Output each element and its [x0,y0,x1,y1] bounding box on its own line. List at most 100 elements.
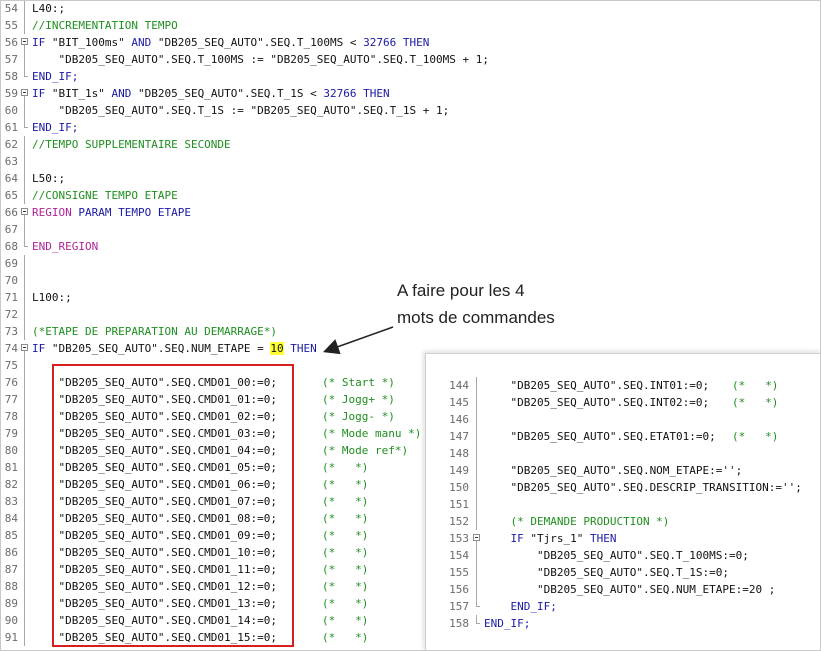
code-line[interactable]: 84 "DB205_SEQ_AUTO".SEQ.CMD01_08:=0;(* *… [1,510,820,527]
fold-end-marker [21,68,29,85]
code-line[interactable]: 152 (* DEMANDE PRODUCTION *) [426,513,820,530]
code-line[interactable]: 146 [426,411,820,428]
fold-guide [21,578,29,595]
code-line[interactable]: 83 "DB205_SEQ_AUTO".SEQ.CMD01_07:=0;(* *… [1,493,820,510]
line-number: 155 [449,566,469,579]
code-line[interactable]: 75 [1,357,820,374]
fold-toggle-icon[interactable] [21,340,29,357]
fold-guide [21,255,29,272]
code-text: "DB205_SEQ_AUTO".SEQ.NUM_ETAPE:=20 ; [484,583,776,596]
code-line[interactable]: 148 [426,445,820,462]
fold-toggle-icon[interactable] [21,34,29,51]
line-number: 66 [4,206,18,219]
code-line[interactable]: 60 "DB205_SEQ_AUTO".SEQ.T_1S := "DB205_S… [1,102,820,119]
inline-comment: (* Jogg- *) [322,410,395,423]
fold-toggle-icon[interactable] [21,204,29,221]
code-line[interactable]: 156 "DB205_SEQ_AUTO".SEQ.NUM_ETAPE:=20 ; [426,581,820,598]
line-number: 74 [4,342,18,355]
code-text: "DB205_SEQ_AUTO".SEQ.CMD01_13:=0; [32,597,278,610]
code-line[interactable]: 81 "DB205_SEQ_AUTO".SEQ.CMD01_05:=0;(* *… [1,459,820,476]
code-line[interactable]: 76 "DB205_SEQ_AUTO".SEQ.CMD01_00:=0;(* S… [1,374,820,391]
code-text: L40:; [32,2,66,15]
code-line[interactable]: 63 [1,153,820,170]
code-line[interactable]: 157 END_IF; [426,598,820,615]
code-line[interactable]: 145 "DB205_SEQ_AUTO".SEQ.INT02:=0;(* *) [426,394,820,411]
fold-guide [21,408,29,425]
code-line[interactable]: 144 "DB205_SEQ_AUTO".SEQ.INT01:=0;(* *) [426,377,820,394]
fold-toggle-icon[interactable] [21,85,29,102]
code-line[interactable]: 89 "DB205_SEQ_AUTO".SEQ.CMD01_13:=0;(* *… [1,595,820,612]
code-line[interactable]: 91 "DB205_SEQ_AUTO".SEQ.CMD01_15:=0;(* *… [1,629,820,646]
fold-guide [21,289,29,306]
code-line[interactable]: 86 "DB205_SEQ_AUTO".SEQ.CMD01_10:=0;(* *… [1,544,820,561]
code-line[interactable]: 87 "DB205_SEQ_AUTO".SEQ.CMD01_11:=0;(* *… [1,561,820,578]
code-line[interactable]: 79 "DB205_SEQ_AUTO".SEQ.CMD01_03:=0;(* M… [1,425,820,442]
inline-comment: (* Mode manu *) [322,427,422,440]
line-number: 73 [4,325,18,338]
fold-guide [21,442,29,459]
code-text: "DB205_SEQ_AUTO".SEQ.INT01:=0; [484,379,710,392]
code-line[interactable]: 65//CONSIGNE TEMPO ETAPE [1,187,820,204]
code-text: "DB205_SEQ_AUTO".SEQ.NOM_ETAPE:=''; [484,464,743,477]
code-line[interactable]: 151 [426,496,820,513]
inline-comment: (* Jogg+ *) [322,393,395,406]
code-line[interactable]: 57 "DB205_SEQ_AUTO".SEQ.T_100MS := "DB20… [1,51,820,68]
line-number: 146 [449,413,469,426]
line-number: 151 [449,498,469,511]
code-line[interactable]: 69 [1,255,820,272]
code-line[interactable]: 67 [1,221,820,238]
code-text: (*ETAPE DE PREPARATION AU DEMARRAGE*) [32,325,278,338]
code-line[interactable]: 85 "DB205_SEQ_AUTO".SEQ.CMD01_09:=0;(* *… [1,527,820,544]
code-line[interactable]: 78 "DB205_SEQ_AUTO".SEQ.CMD01_02:=0;(* J… [1,408,820,425]
code-line[interactable]: 147 "DB205_SEQ_AUTO".SEQ.ETAT01:=0;(* *) [426,428,820,445]
code-text: "DB205_SEQ_AUTO".SEQ.CMD01_15:=0; [32,631,278,644]
fold-guide [21,374,29,391]
fold-guide [21,323,29,340]
code-editor-inset[interactable]: 144 "DB205_SEQ_AUTO".SEQ.INT01:=0;(* *)1… [425,353,820,650]
code-text: END_IF; [32,121,79,134]
fold-guide [21,136,29,153]
code-line[interactable]: 62//TEMPO SUPPLEMENTAIRE SECONDE [1,136,820,153]
code-line[interactable]: 154 "DB205_SEQ_AUTO".SEQ.T_100MS:=0; [426,547,820,564]
code-line[interactable]: 88 "DB205_SEQ_AUTO".SEQ.CMD01_12:=0;(* *… [1,578,820,595]
line-number: 56 [4,36,18,49]
inline-comment: (* *) [322,546,369,559]
code-line[interactable]: 90 "DB205_SEQ_AUTO".SEQ.CMD01_14:=0;(* *… [1,612,820,629]
fold-guide [21,272,29,289]
code-text: "DB205_SEQ_AUTO".SEQ.T_100MS := "DB205_S… [32,53,489,66]
code-text: "DB205_SEQ_AUTO".SEQ.CMD01_05:=0; [32,461,278,474]
code-line[interactable]: 153 IF "Tjrs_1" THEN [426,530,820,547]
code-line[interactable]: 149 "DB205_SEQ_AUTO".SEQ.NOM_ETAPE:=''; [426,462,820,479]
code-line[interactable]: 55//INCREMENTATION TEMPO [1,17,820,34]
code-text: "DB205_SEQ_AUTO".SEQ.CMD01_11:=0; [32,563,278,576]
code-line[interactable]: 155 "DB205_SEQ_AUTO".SEQ.T_1S:=0; [426,564,820,581]
code-line[interactable]: 82 "DB205_SEQ_AUTO".SEQ.CMD01_06:=0;(* *… [1,476,820,493]
fold-guide [21,1,29,17]
fold-guide [21,153,29,170]
code-line[interactable]: 73 (*ETAPE DE PREPARATION AU DEMARRAGE*) [1,323,820,340]
code-line[interactable]: 77 "DB205_SEQ_AUTO".SEQ.CMD01_01:=0;(* J… [1,391,820,408]
code-line[interactable]: 150 "DB205_SEQ_AUTO".SEQ.DESCRIP_TRANSIT… [426,479,820,496]
line-number: 72 [4,308,18,321]
fold-toggle-icon[interactable] [473,530,481,547]
inline-comment: (* *) [732,430,779,443]
code-line[interactable]: 80 "DB205_SEQ_AUTO".SEQ.CMD01_04:=0;(* M… [1,442,820,459]
line-number: 154 [449,549,469,562]
code-line[interactable]: 72 [1,306,820,323]
code-line[interactable]: 70 [1,272,820,289]
fold-guide [21,425,29,442]
annotation-line-2: mots de commandes [397,308,555,327]
